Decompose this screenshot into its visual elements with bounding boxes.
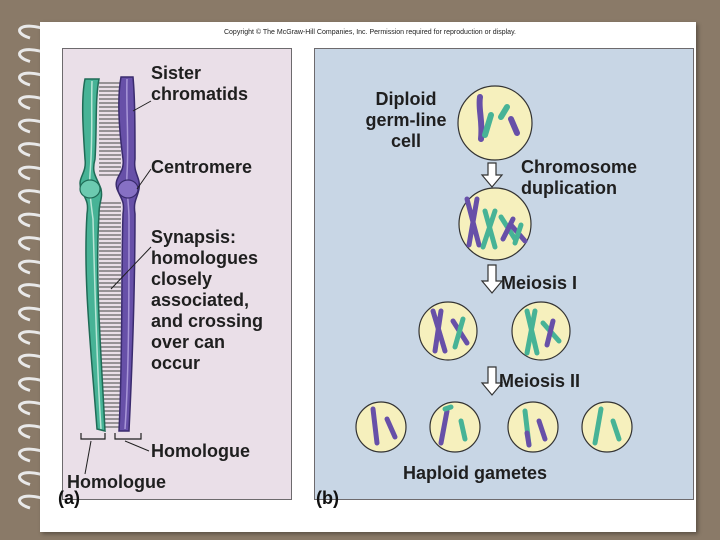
label-diploid-cell: Diploid germ-line cell [365, 89, 447, 151]
leader-homologue-left [84, 440, 92, 475]
copyright-notice: Copyright © The McGraw-Hill Companies, I… [223, 29, 516, 36]
gamete-2 [429, 401, 481, 453]
gamete-4 [581, 401, 633, 453]
label-chromosome-duplication: Chromosome duplication [521, 157, 638, 198]
label-sister-chromatids: Sister chromatids [151, 63, 249, 104]
purple-homologue [115, 76, 141, 432]
bracket-purple [114, 433, 142, 440]
label-synapsis: Synapsis: homologues closely associated,… [151, 227, 264, 373]
meiosis-illustration [355, 85, 633, 453]
label-meiosis-1: Meiosis I [501, 273, 578, 293]
purple-centromere [117, 179, 139, 199]
gamete-1 [355, 401, 407, 453]
leader-homologue-right [124, 440, 150, 452]
panel-b: Diploid germ-line cell Chromosome duplic… [314, 48, 694, 500]
panel-a: Sister chromatids Centromere Synapsis: h… [62, 48, 292, 500]
label-homologue-right: Homologue [151, 441, 250, 461]
meiosis-1-cell-left [418, 301, 478, 361]
label-haploid-gametes: Haploid gametes [403, 463, 548, 483]
label-meiosis-2: Meiosis II [499, 371, 581, 391]
green-homologue [79, 78, 106, 432]
gamete-3 [507, 401, 559, 453]
panel-b-letter: (b) [316, 488, 339, 508]
duplicated-cell [458, 187, 532, 261]
label-centromere: Centromere [151, 157, 253, 177]
label-homologue-left: Homologue [67, 472, 166, 492]
leader-sister-chromatids [132, 100, 152, 112]
green-centromere [79, 179, 101, 199]
leader-centromere [136, 168, 152, 190]
panel-a-letter: (a) [58, 488, 80, 508]
synaptonemal-rungs [99, 82, 121, 428]
bracket-green [80, 433, 106, 440]
leader-synapsis [110, 246, 152, 290]
meiosis-1-cell-right [511, 301, 571, 361]
slide-page: Copyright © The McGraw-Hill Companies, I… [40, 22, 696, 532]
purple-chromatid-line [124, 78, 130, 430]
arrow-meiosis-2 [480, 366, 504, 396]
green-chromatid-line [89, 80, 102, 430]
homologue-pair-illustration [79, 76, 152, 475]
diploid-cell [457, 85, 533, 161]
arrow-duplication [480, 162, 504, 188]
arrow-meiosis-1 [480, 264, 504, 294]
